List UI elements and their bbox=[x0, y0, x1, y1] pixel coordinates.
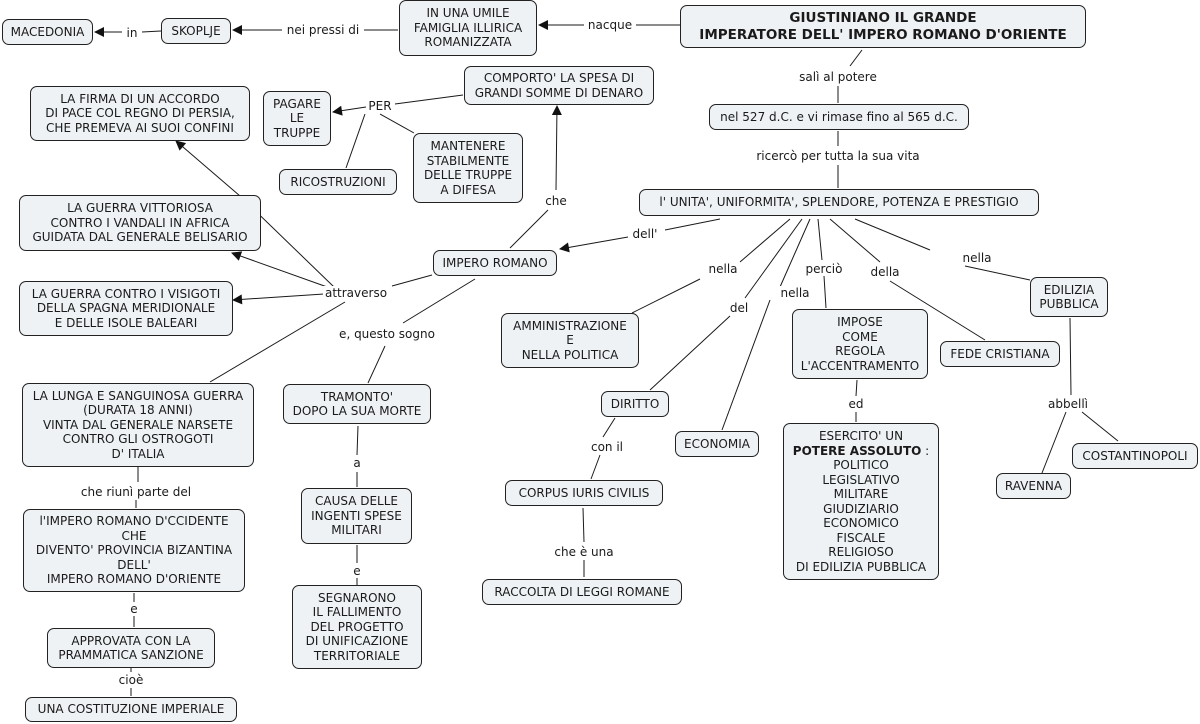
link-label-riuni: che riunì parte del bbox=[78, 485, 194, 499]
link-label-e1: e bbox=[128, 602, 140, 616]
link-line bbox=[854, 218, 931, 251]
concept-impose[interactable]: IMPOSE COME REGOLA L'ACCENTRAMENTO bbox=[792, 309, 928, 379]
link-arrow bbox=[231, 251, 331, 289]
link-line bbox=[141, 30, 162, 33]
concept-ravenna[interactable]: RAVENNA bbox=[996, 473, 1071, 499]
concept-edilizia[interactable]: EDILIZIA PUBBLICA bbox=[1030, 277, 1108, 317]
link-label-percio: perciò bbox=[803, 262, 845, 276]
concept-impero-romano[interactable]: IMPERO ROMANO bbox=[433, 250, 557, 276]
link-line bbox=[849, 49, 863, 67]
link-label-nella3: nella bbox=[960, 251, 994, 265]
link-line bbox=[391, 274, 433, 287]
concept-mantenere[interactable]: MANTENERE STABILMENTE DELLE TRUPPE A DIF… bbox=[413, 133, 523, 203]
link-line bbox=[1081, 411, 1119, 442]
esercito-intro: ESERCITO' UN bbox=[818, 429, 904, 443]
link-label-nacque: nacque bbox=[585, 18, 635, 32]
link-arrow bbox=[232, 293, 325, 305]
link-label-questo-sogno: e, questo sogno bbox=[337, 327, 437, 341]
link-label-attraverso: attraverso bbox=[322, 286, 390, 300]
link-arrow bbox=[559, 236, 629, 253]
concept-segnarono[interactable]: SEGNARONO IL FALLIMENTO DEL PROGETTO DI … bbox=[292, 585, 422, 669]
link-label-ricerco: ricercò per tutta la sua vita bbox=[754, 149, 922, 163]
link-line bbox=[209, 301, 346, 383]
concept-anni[interactable]: nel 527 d.C. e vi rimase fino al 565 d.C… bbox=[709, 104, 969, 130]
link-line bbox=[367, 345, 386, 384]
link-line bbox=[744, 218, 803, 299]
link-label-che: che bbox=[543, 194, 569, 208]
link-line bbox=[1041, 411, 1067, 474]
link-label-che-e-una: che è una bbox=[552, 545, 616, 559]
link-line bbox=[345, 113, 366, 169]
concept-occidente[interactable]: l'IMPERO ROMANO D'CCIDENTE CHE DIVENTO' … bbox=[23, 509, 245, 592]
concept-diritto[interactable]: DIRITTO bbox=[601, 391, 669, 417]
link-line bbox=[394, 94, 464, 105]
link-line bbox=[721, 299, 771, 431]
concept-economia[interactable]: ECONOMIA bbox=[675, 431, 759, 457]
link-label-abbelli: abbellì bbox=[1046, 397, 1090, 411]
concept-ostrogoti[interactable]: LA LUNGA E SANGUINOSA GUERRA (DURATA 18 … bbox=[22, 383, 254, 467]
link-line bbox=[664, 218, 721, 231]
link-line bbox=[855, 379, 858, 397]
link-line bbox=[649, 315, 731, 391]
esercito-list: : POLITICO LEGISLATIVO MILITARE GIUDIZIA… bbox=[795, 443, 930, 574]
link-label-e2: e bbox=[351, 564, 363, 578]
root-concept-giustiniano[interactable]: GIUSTINIANO IL GRANDE IMPERATORE DELL' I… bbox=[680, 5, 1086, 48]
link-line bbox=[379, 113, 415, 134]
link-label-con-il: con il bbox=[588, 440, 626, 454]
link-line bbox=[964, 265, 1031, 281]
concept-fede[interactable]: FEDE CRISTIANA bbox=[940, 341, 1060, 367]
link-line bbox=[1069, 317, 1072, 396]
link-label-cioe: cioè bbox=[116, 673, 146, 687]
link-line bbox=[356, 425, 359, 456]
concept-famiglia[interactable]: IN UNA UMILE FAMIGLIA ILLIRICA ROMANIZZA… bbox=[399, 0, 537, 56]
concept-pagare[interactable]: PAGARE LE TRUPPE bbox=[263, 91, 331, 146]
link-line bbox=[602, 417, 616, 438]
link-line bbox=[509, 209, 549, 249]
link-label-in: in bbox=[124, 26, 140, 40]
link-label-nella1: nella bbox=[706, 262, 740, 276]
concept-ricostruzioni[interactable]: RICOSTRUZIONI bbox=[279, 169, 397, 195]
link-line bbox=[631, 278, 701, 314]
link-line bbox=[739, 218, 791, 263]
link-label-del: del bbox=[727, 301, 751, 315]
concept-amministrazione[interactable]: AMMINISTRAZIONE E NELLA POLITICA bbox=[501, 313, 639, 368]
link-label-dell: dell' bbox=[630, 227, 660, 241]
link-label-ed: ed bbox=[846, 397, 866, 411]
concept-tramonto[interactable]: TRAMONTO' DOPO LA SUA MORTE bbox=[283, 384, 431, 424]
concept-costantinopoli[interactable]: COSTANTINOPOLI bbox=[1072, 443, 1198, 469]
concept-corpus[interactable]: CORPUS IURIS CIVILIS bbox=[505, 480, 663, 506]
concept-skoplje[interactable]: SKOPLJE bbox=[161, 18, 231, 44]
esercito-bold: POTERE ASSOLUTO bbox=[792, 443, 922, 458]
concept-raccolta[interactable]: RACCOLTA DI LEGGI ROMANE bbox=[482, 579, 682, 605]
link-line bbox=[889, 280, 986, 341]
concept-costituzione[interactable]: UNA COSTITUZIONE IMPERIALE bbox=[25, 697, 237, 722]
link-label-a: a bbox=[351, 456, 363, 470]
link-line bbox=[590, 454, 601, 480]
link-line bbox=[402, 278, 476, 324]
concept-firma[interactable]: LA FIRMA DI UN ACCORDO DI PACE COL REGNO… bbox=[30, 86, 250, 141]
concept-visigoti[interactable]: LA GUERRA CONTRO I VISIGOTI DELLA SPAGNA… bbox=[19, 281, 233, 336]
link-line bbox=[779, 218, 811, 288]
link-label-sali: salì al potere bbox=[797, 70, 879, 84]
link-arrow bbox=[175, 140, 241, 197]
concept-unita[interactable]: l' UNITA', UNIFORMITA', SPLENDORE, POTEN… bbox=[639, 189, 1039, 216]
link-line bbox=[582, 507, 585, 543]
link-label-per: PER bbox=[366, 99, 394, 113]
link-line bbox=[823, 275, 827, 309]
concept-causa[interactable]: CAUSA DELLE INGENTI SPESE MILITARI bbox=[301, 488, 412, 544]
link-label-nella2: nella bbox=[778, 286, 812, 300]
link-label-della: della bbox=[868, 265, 902, 279]
link-line bbox=[829, 218, 881, 263]
concept-macedonia[interactable]: MACEDONIA bbox=[2, 19, 93, 45]
concept-vandali[interactable]: LA GUERRA VITTORIOSA CONTRO I VANDALI IN… bbox=[19, 195, 261, 251]
link-line bbox=[817, 218, 823, 261]
concept-prammatica[interactable]: APPROVATA CON LA PRAMMATICA SANZIONE bbox=[47, 628, 215, 668]
link-arrow bbox=[551, 105, 562, 191]
concept-comporto[interactable]: COMPORTO' LA SPESA DI GRANDI SOMME DI DE… bbox=[464, 66, 654, 105]
link-arrow bbox=[332, 105, 367, 116]
link-label-nei-pressi: nei pressi di bbox=[284, 23, 362, 37]
